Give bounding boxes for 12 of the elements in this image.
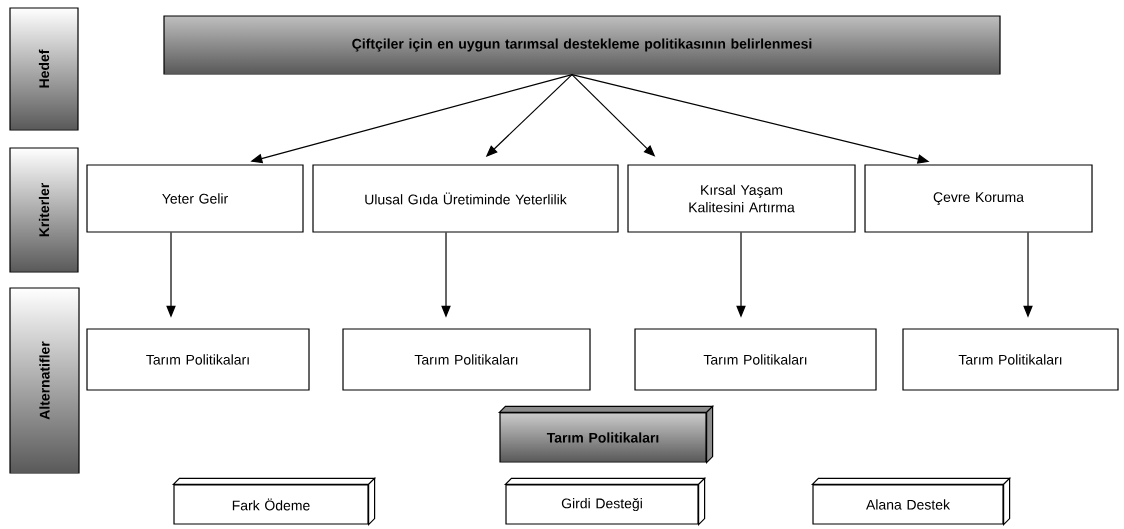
- level-band: Hedef: [9, 7, 79, 131]
- criterion-box: Kırsal Yaşam Kalitesini Artırma: [627, 164, 856, 233]
- level-band: Alternatifler: [9, 287, 80, 474]
- alternative-box: Tarım Politikaları: [634, 328, 877, 391]
- goal-box: Çiftçiler için en uygun tarımsal destekleme politikasının belirlenmesi: [163, 15, 1001, 75]
- criterion-box: Çevre Koruma: [864, 164, 1093, 233]
- criterion-box: Ulusal Gıda Üretiminde Yeterlilik: [312, 164, 619, 233]
- level-band: Kriterler: [9, 147, 79, 273]
- alternative-box: Tarım Politikaları: [86, 328, 310, 391]
- criterion-box: Yeter Gelir: [86, 164, 304, 233]
- alternative-box: Tarım Politikaları: [902, 328, 1119, 391]
- alternative-box: Tarım Politikaları: [342, 328, 591, 391]
